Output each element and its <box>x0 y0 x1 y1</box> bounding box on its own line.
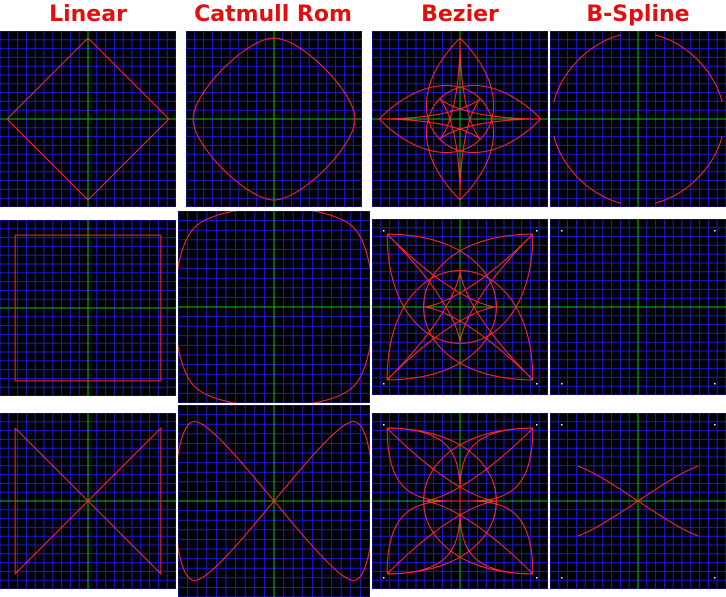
curve-plot <box>550 413 726 589</box>
control-point <box>382 423 385 426</box>
curve-segment <box>379 38 481 140</box>
panel-bezier-square <box>372 219 548 395</box>
curve-plot <box>550 31 726 207</box>
control-point <box>560 229 563 232</box>
control-point <box>382 577 385 579</box>
control-point <box>714 423 716 426</box>
curve-plot <box>178 211 370 403</box>
curve-segment <box>379 98 481 200</box>
curve-plot <box>372 413 548 589</box>
curve-plot <box>178 405 370 597</box>
curve-segment <box>386 233 534 344</box>
header-linear: Linear <box>49 2 127 27</box>
panel-linear-square <box>0 220 176 396</box>
control-point <box>536 577 538 579</box>
curve-segment <box>14 234 162 382</box>
curve-plot <box>0 220 176 396</box>
curve-segment <box>192 37 356 201</box>
curve-segment <box>439 38 541 140</box>
control-point <box>714 383 716 385</box>
curve-segment <box>387 427 533 575</box>
curve-segment <box>423 427 534 575</box>
panel-linear-bowtie <box>0 413 176 589</box>
panel-linear-diamond <box>0 31 176 207</box>
control-point <box>536 423 538 426</box>
curve-segment <box>14 426 162 576</box>
curve-segment <box>553 34 621 102</box>
curve-segment <box>553 136 621 204</box>
panel-catmull-square <box>178 211 370 403</box>
curve-plot <box>372 219 548 395</box>
panel-bspline-bowtie <box>550 413 726 589</box>
curve-segment <box>655 136 723 204</box>
curve-segment <box>387 427 497 575</box>
curve-plot <box>550 219 726 395</box>
panel-bezier-diamond <box>372 31 548 207</box>
control-point <box>536 229 538 232</box>
control-point <box>560 383 563 385</box>
control-point <box>714 229 716 232</box>
curve-segment <box>423 427 533 575</box>
curve-segment <box>439 98 541 200</box>
header-b-spline: B-Spline <box>586 2 690 27</box>
curve-segment <box>577 465 699 537</box>
curve-plot <box>0 413 176 589</box>
curve-segment <box>178 211 370 403</box>
header-catmull-rom: Catmull Rom <box>194 2 352 27</box>
curve-segment <box>423 233 534 381</box>
control-point <box>382 229 385 232</box>
curve-segment <box>386 427 497 575</box>
curve-plot <box>186 31 362 207</box>
control-point <box>560 577 563 579</box>
panel-bspline-square <box>550 219 726 395</box>
curve-segment <box>655 34 723 102</box>
panel-bspline-diamond <box>550 31 726 207</box>
panel-catmull-bowtie <box>178 405 370 597</box>
control-point <box>382 383 385 385</box>
header-bezier: Bezier <box>421 2 499 27</box>
panel-catmull-diamond <box>186 31 362 207</box>
control-point <box>560 423 563 426</box>
curve-segment <box>386 270 534 381</box>
curve-segment <box>6 37 170 201</box>
panel-bezier-bowtie <box>372 413 548 589</box>
curve-plot <box>372 31 548 207</box>
curve-segment <box>386 233 497 381</box>
curve-segment <box>178 421 370 581</box>
curve-plot <box>0 31 176 207</box>
control-point <box>714 577 716 579</box>
control-point <box>536 383 538 385</box>
